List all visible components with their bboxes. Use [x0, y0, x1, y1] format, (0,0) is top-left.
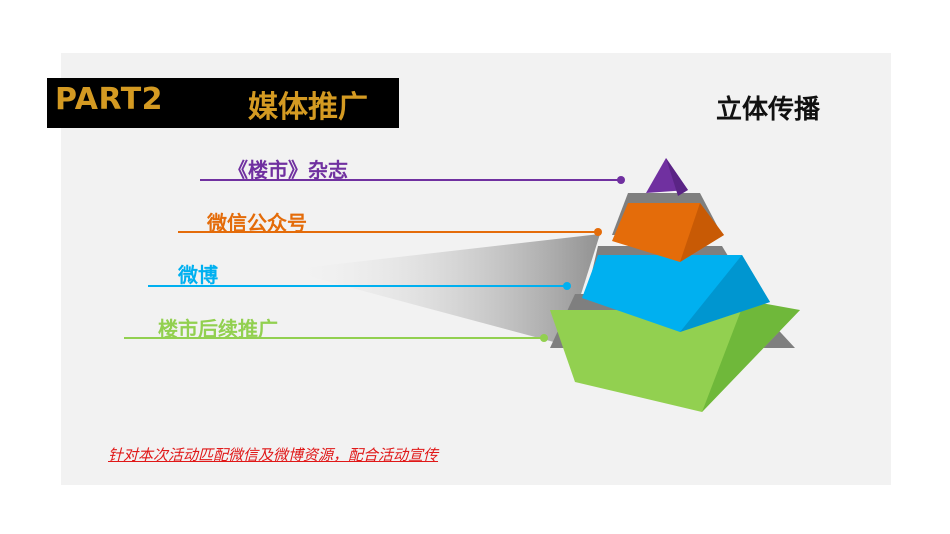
part-number: PART2: [55, 82, 164, 117]
projection-beam: [285, 234, 600, 345]
tier-dot-1: [617, 176, 625, 184]
footnote-text: 针对本次活动匹配微信及微博资源，配合活动宣传: [108, 446, 439, 464]
pyramid-tier-3: [582, 246, 770, 332]
section-title: 媒体推广: [248, 90, 368, 125]
tier-dot-2: [594, 228, 602, 236]
tier-dot-3: [563, 282, 571, 290]
diagram-title: 立体传播: [716, 95, 821, 125]
tier-dot-4: [540, 334, 548, 342]
tier-label-weibo: 微博: [178, 263, 218, 287]
part-header-bar: [47, 78, 399, 128]
tier-label-followup: 楼市后续推广: [158, 317, 278, 341]
pyramid-tier-2: [612, 193, 724, 262]
tier-label-wechat: 微信公众号: [207, 211, 307, 235]
pyramid-tier-1: [646, 158, 688, 196]
tier-label-magazine: 《楼市》杂志: [228, 158, 348, 182]
